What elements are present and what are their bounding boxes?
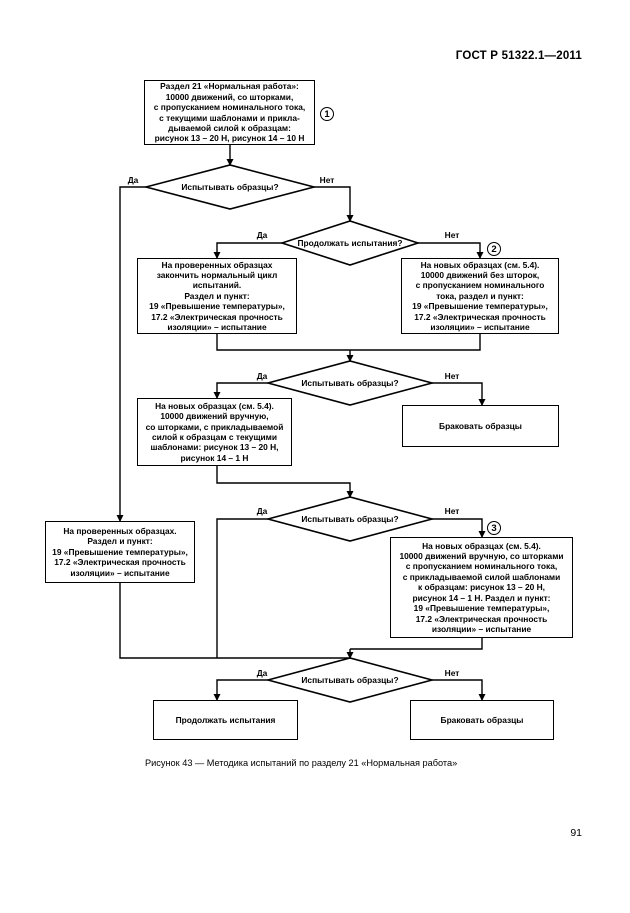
decision-1-text: Испытывать образцы? [181, 182, 279, 192]
no-label-4: Нет [444, 506, 460, 516]
decision-2-text: Продолжать испытания? [297, 238, 403, 248]
box-continue-normal-cycle: На проверенных образцах закончить нормал… [137, 258, 297, 334]
no-label-1: Нет [319, 175, 335, 185]
decision-4-text: Испытывать образцы? [301, 514, 399, 524]
figure-caption: Рисунок 43 — Методика испытаний по разде… [145, 758, 458, 768]
box-continue-tests: Продолжать испытания [153, 700, 298, 740]
step-marker-3: 3 [487, 521, 501, 535]
box-new-samples-without-shutters: На новых образцах (см. 5.4). 10000 движе… [401, 258, 559, 334]
yes-label-5: Да [256, 668, 268, 678]
page-number: 91 [570, 827, 582, 839]
box-normal-operation: Раздел 21 «Нормальная работа»: 10000 дви… [144, 80, 315, 145]
box-reject-samples-1: Браковать образцы [402, 405, 559, 447]
decision-3-text: Испытывать образцы? [301, 378, 399, 388]
yes-label-4: Да [256, 506, 268, 516]
decision-5-text: Испытывать образцы? [301, 675, 399, 685]
yes-label-2: Да [256, 230, 268, 240]
no-label-5: Нет [444, 668, 460, 678]
no-label-2: Нет [444, 230, 460, 240]
box-tested-samples: На проверенных образцах. Раздел и пункт:… [45, 521, 195, 583]
box-new-samples-manual-current: На новых образцах (см. 5.4). 10000 движе… [390, 537, 573, 638]
no-label-3: Нет [444, 371, 460, 381]
document-header: ГОСТ Р 51322.1—2011 [455, 50, 582, 62]
box-reject-samples-2: Браковать образцы [410, 700, 554, 740]
step-marker-2: 2 [487, 242, 501, 256]
yes-label-1: Да [127, 175, 139, 185]
box-new-samples-manual: На новых образцах (см. 5.4). 10000 движе… [137, 398, 292, 466]
yes-label-3: Да [256, 371, 268, 381]
step-marker-1: 1 [320, 107, 334, 121]
